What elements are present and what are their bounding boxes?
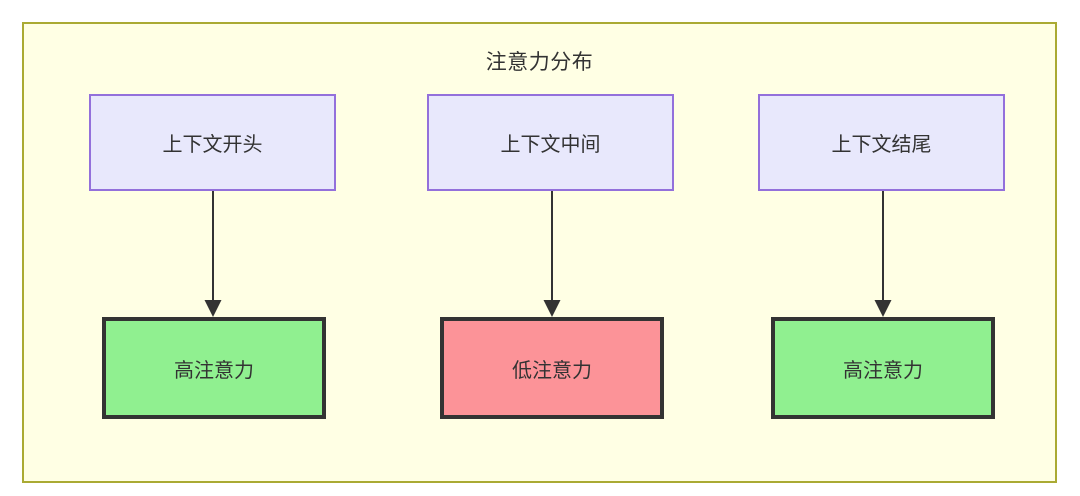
node-label: 上下文结尾 (831, 134, 932, 156)
node-label: 上下文中间 (500, 134, 601, 156)
arrow-down-icon (543, 191, 561, 317)
edge-context-start-to-high-attention (201, 191, 225, 317)
node-context-start[interactable]: 上下文开头 (89, 94, 336, 191)
node-label: 低注意力 (512, 359, 592, 382)
node-high-attention-start[interactable]: 高注意力 (102, 317, 326, 419)
node-high-attention-end[interactable]: 高注意力 (771, 317, 995, 419)
edge-context-end-to-high-attention (871, 191, 895, 317)
arrow-down-icon (874, 191, 892, 317)
arrow-down-icon (204, 191, 222, 317)
edge-context-middle-to-low-attention (540, 191, 564, 317)
node-label: 高注意力 (843, 359, 923, 382)
node-label: 高注意力 (174, 359, 254, 382)
node-label: 上下文开头 (162, 134, 263, 156)
subgraph-title: 注意力分布 (485, 51, 594, 74)
node-low-attention-middle[interactable]: 低注意力 (440, 317, 664, 419)
node-context-end[interactable]: 上下文结尾 (758, 94, 1005, 191)
node-context-middle[interactable]: 上下文中间 (427, 94, 674, 191)
